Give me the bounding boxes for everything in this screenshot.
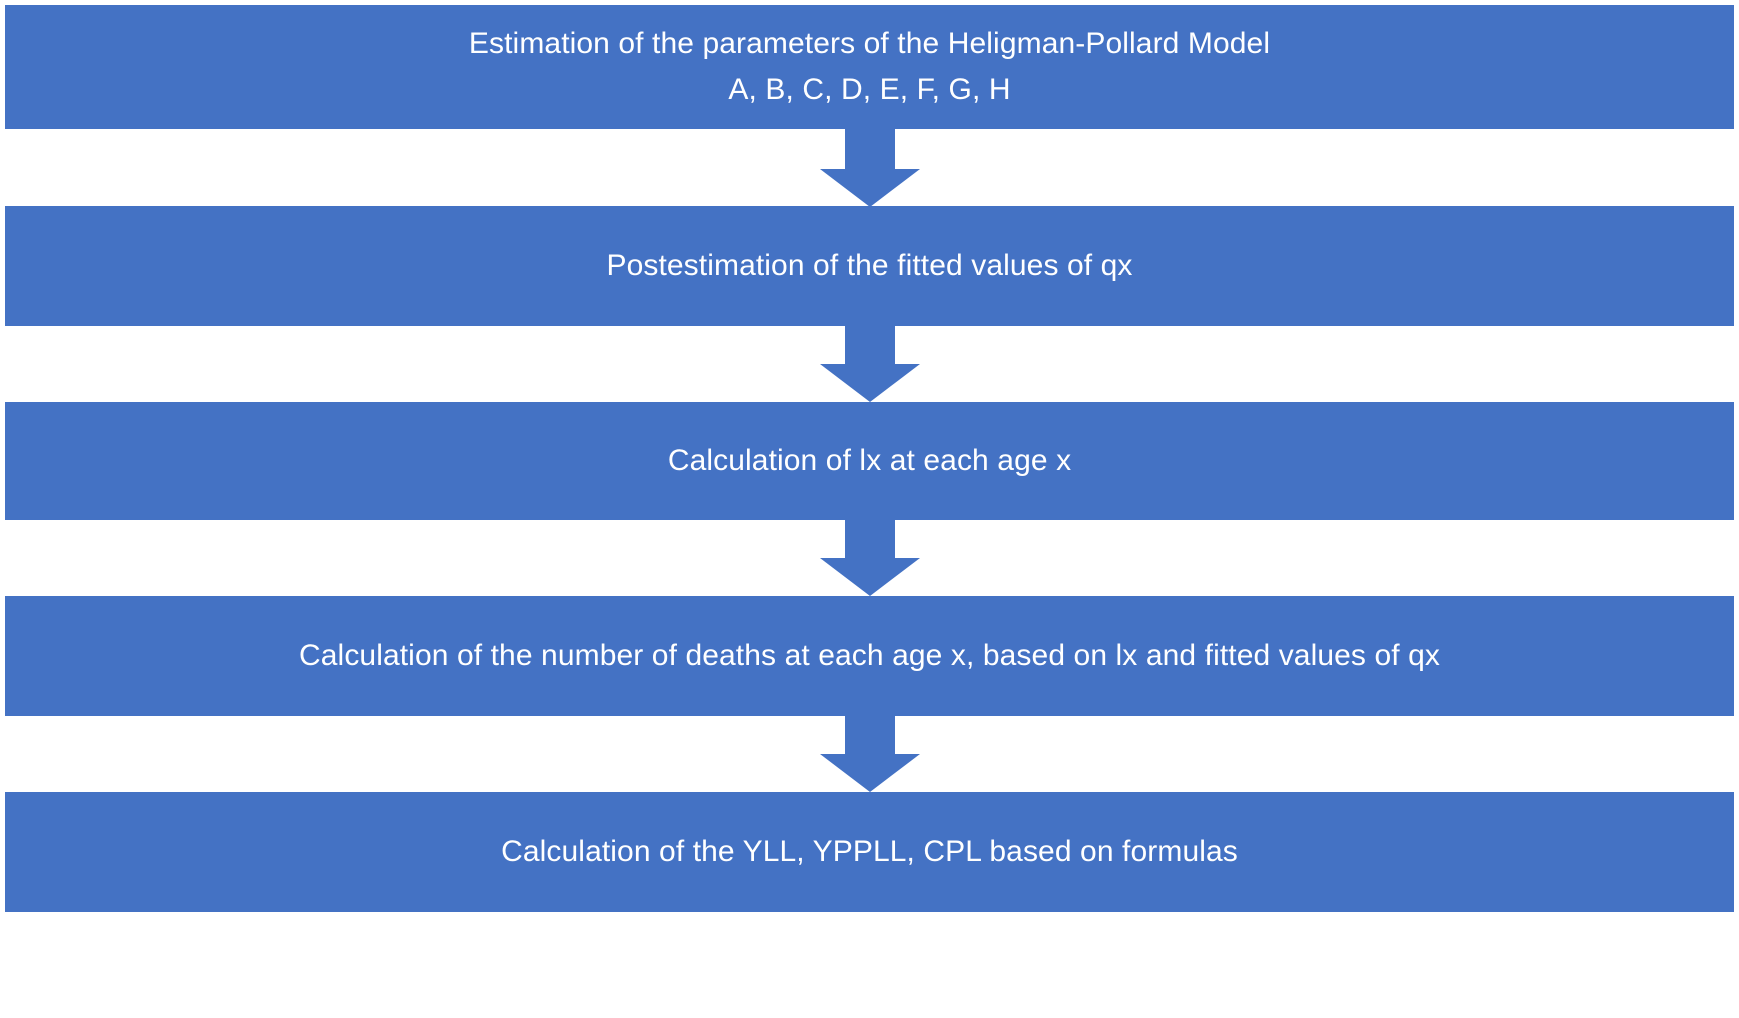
flow-connector-4-down-arrow-icon xyxy=(819,716,920,792)
flow-step-3-line-1: Calculation of lx at each age x xyxy=(667,443,1072,477)
flow-step-2-line-1: Postestimation of the fitted values of q… xyxy=(606,248,1133,282)
flow-step-1[interactable]: Estimation of the parameters of the Heli… xyxy=(5,5,1734,129)
flow-connector-3-down-arrow-icon xyxy=(819,520,920,596)
flow-connector-2-down-arrow-icon xyxy=(819,326,920,402)
flow-step-1-line-1: Estimation of the parameters of the Heli… xyxy=(468,26,1271,60)
flow-step-4[interactable]: Calculation of the number of deaths at e… xyxy=(5,596,1734,716)
flow-connector-1-down-arrow-icon xyxy=(819,129,920,207)
flow-step-2[interactable]: Postestimation of the fitted values of q… xyxy=(5,206,1734,326)
flow-step-1-line-2: A, B, C, D, E, F, G, H xyxy=(728,73,1011,106)
flow-step-4-line-1: Calculation of the number of deaths at e… xyxy=(299,638,1440,672)
flow-step-3[interactable]: Calculation of lx at each age x xyxy=(5,402,1734,520)
flow-step-5[interactable]: Calculation of the YLL, YPPLL, CPL based… xyxy=(5,792,1734,912)
flow-step-5-line-1: Calculation of the YLL, YPPLL, CPL based… xyxy=(501,834,1238,868)
